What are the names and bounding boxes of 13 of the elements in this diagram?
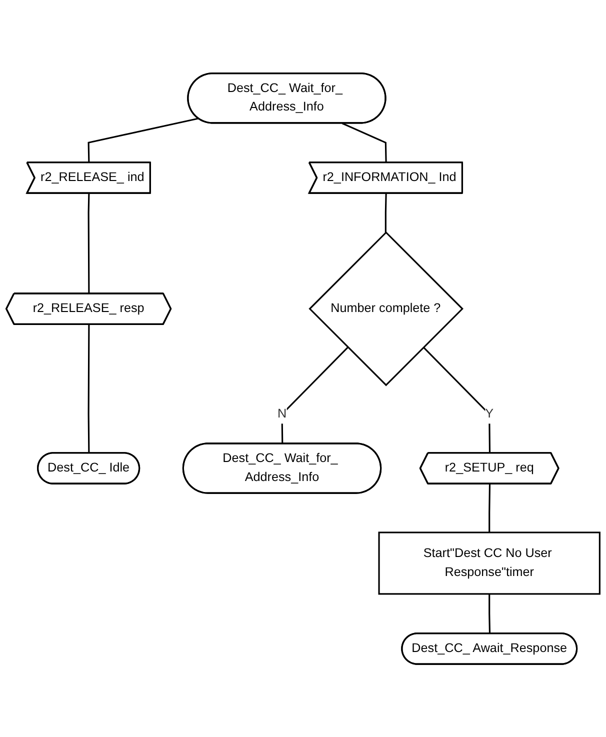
connector	[281, 346, 348, 444]
connector	[422, 346, 491, 454]
connector	[88, 118, 198, 163]
connector	[384, 193, 387, 232]
connector	[488, 484, 491, 532]
connector	[488, 594, 491, 634]
edge-label: Y	[485, 406, 494, 420]
edge-label: N	[277, 406, 287, 420]
node-diamond: Number complete ?	[308, 231, 464, 386]
node-box: Start"Dest CC No User Response"timer	[378, 531, 600, 595]
connector	[342, 122, 387, 163]
connector	[88, 324, 90, 454]
connector	[88, 193, 90, 294]
